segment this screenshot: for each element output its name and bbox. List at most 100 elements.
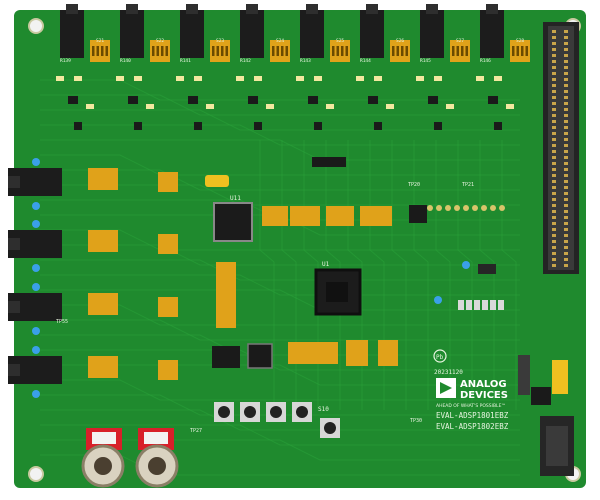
header-pin [552,144,556,147]
smd-capacitor [254,76,262,81]
header-pin [564,252,568,255]
header-pin [564,54,568,57]
label-s22: S22 [156,38,164,44]
smd-capacitor [494,76,502,81]
copper-trace [325,140,341,410]
center-dip-switches [216,206,398,366]
label-r145: R145 [420,58,431,64]
status-led [32,158,40,166]
header-pin [552,150,556,153]
test-point [472,205,478,211]
smd-resistor [458,300,464,310]
header-pin [552,180,556,183]
header-pin [564,72,568,75]
dip-switch [330,40,350,62]
smd-capacitor [374,76,382,81]
header-pin [552,216,556,219]
crystal-oscillator [205,175,229,187]
small-ic [368,96,378,104]
rca-connectors [81,428,179,488]
dip-toggle [512,46,515,56]
copper-trace [40,394,520,416]
header-pin [564,48,568,51]
dip-switch [158,234,178,254]
smd-capacitor [86,104,94,109]
header-pin [564,264,568,267]
smd-capacitor [506,104,514,109]
header-pin [564,36,568,39]
header-pin [564,120,568,123]
copper-trace [40,229,520,251]
small-ic [128,96,138,104]
smd-capacitor [434,76,442,81]
audio-jack-opening [8,238,20,250]
header-pin [552,54,556,57]
audio-jack [420,10,444,58]
header-pin [564,216,568,219]
header-pin [552,186,556,189]
copper-trace [413,140,429,410]
status-led [32,283,40,291]
label-r146: R146 [480,58,491,64]
label-tp55: TP55 [56,319,68,325]
copper-trace [435,140,451,410]
status-led [462,261,470,269]
dip-toggle [221,46,224,56]
test-point [481,205,487,211]
dip-switch [360,206,392,226]
label-s21: S21 [96,38,104,44]
header-pin [564,78,568,81]
header-pin [552,246,556,249]
header-pin [564,102,568,105]
dip-toggle [92,46,95,56]
top-passive-components [56,76,514,130]
copper-trace [40,94,520,116]
test-point [427,205,433,211]
dip-switch [326,206,354,226]
right-pin-header [543,22,579,274]
header-pin [552,84,556,87]
test-point [463,205,469,211]
status-led [32,220,40,228]
header-pin [552,204,556,207]
dip-switch [158,297,178,317]
header-pin [552,114,556,117]
dip-switch [210,40,230,62]
header-pin [564,30,568,33]
header-pin [564,138,568,141]
header-pin [552,72,556,75]
label-s23: S23 [216,38,224,44]
copper-trace [347,140,363,410]
dip-switch [262,206,288,226]
smd-resistor [466,300,472,310]
label-r141: R141 [180,58,191,64]
header-pin [564,192,568,195]
barrel-jack-opening [546,426,568,466]
dip-toggle [396,46,399,56]
dsp-chip-die [326,282,348,302]
dip-switch [216,262,236,328]
pb-free-icon [433,349,447,363]
push-button-cap [218,406,230,418]
pb-free-mark: Pb 20231120 [433,349,463,376]
audio-jack [360,10,384,58]
small-ic [409,205,427,223]
header-pin [552,174,556,177]
audio-jack-opening [66,4,78,14]
date-code: 20231120 [434,369,463,376]
header-pin [552,48,556,51]
header-pin [552,108,556,111]
header-pin [564,198,568,201]
audio-jack-opening [186,4,198,14]
small-ic [314,122,322,130]
top-audio-jacks [60,4,504,58]
header-pin [552,234,556,237]
header-pin [552,66,556,69]
dip-switch [158,360,178,380]
dip-toggle [465,46,468,56]
copper-trace [40,424,520,446]
header-pin [564,228,568,231]
small-ic [247,343,273,369]
silkscreen-labels: U11 U1 S10 TP20 TP21 TP27 TP30 TP55 R139… [56,38,524,434]
logo-tagline: AHEAD OF WHAT'S POSSIBLE™ [436,403,506,409]
